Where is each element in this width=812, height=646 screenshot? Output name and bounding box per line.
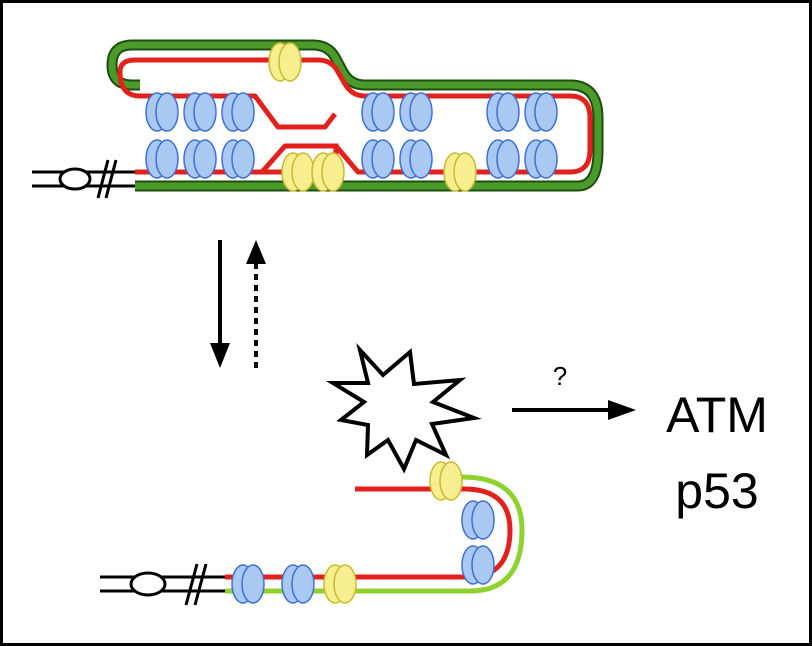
shelterin-protein bbox=[183, 139, 217, 179]
shelterin-protein bbox=[221, 139, 255, 179]
shelterin-protein bbox=[524, 139, 558, 179]
shelterin-protein bbox=[486, 92, 520, 132]
dna-damage-burst-icon bbox=[325, 342, 482, 474]
shelterin-protein bbox=[361, 139, 395, 179]
atm-label: ATM bbox=[666, 387, 768, 443]
shelterin-protein bbox=[461, 500, 495, 540]
shelterin-protein bbox=[399, 92, 433, 132]
chromosome-icon-bottom bbox=[100, 563, 225, 606]
t-loop-structure bbox=[32, 39, 604, 199]
shelterin-protein bbox=[183, 92, 217, 132]
pot1-protein bbox=[311, 152, 345, 192]
equilibrium-arrows bbox=[210, 240, 266, 368]
question-label: ? bbox=[553, 361, 567, 391]
shelterin-protein bbox=[281, 564, 315, 604]
red-strand-top bbox=[117, 57, 593, 175]
linear-telomere-structure bbox=[100, 461, 525, 606]
shelterin-protein bbox=[145, 139, 179, 179]
pot1-protein bbox=[268, 42, 302, 82]
pot1-protein bbox=[281, 152, 315, 192]
shelterin-protein bbox=[524, 92, 558, 132]
pot1-protein bbox=[429, 461, 463, 501]
shelterin-protein bbox=[145, 92, 179, 132]
shelterin-protein bbox=[399, 139, 433, 179]
pot1-protein bbox=[323, 564, 357, 604]
p53-label: p53 bbox=[675, 463, 758, 519]
signaling-arrow bbox=[512, 400, 636, 420]
shelterin-protein bbox=[231, 564, 265, 604]
shelterin-protein bbox=[361, 92, 395, 132]
pot1-protein bbox=[443, 152, 477, 192]
shelterin-protein bbox=[461, 545, 495, 585]
shelterin-protein bbox=[486, 139, 520, 179]
chromosome-icon-top bbox=[32, 159, 135, 199]
green-strand-bottom bbox=[225, 474, 525, 594]
shelterin-protein bbox=[221, 92, 255, 132]
